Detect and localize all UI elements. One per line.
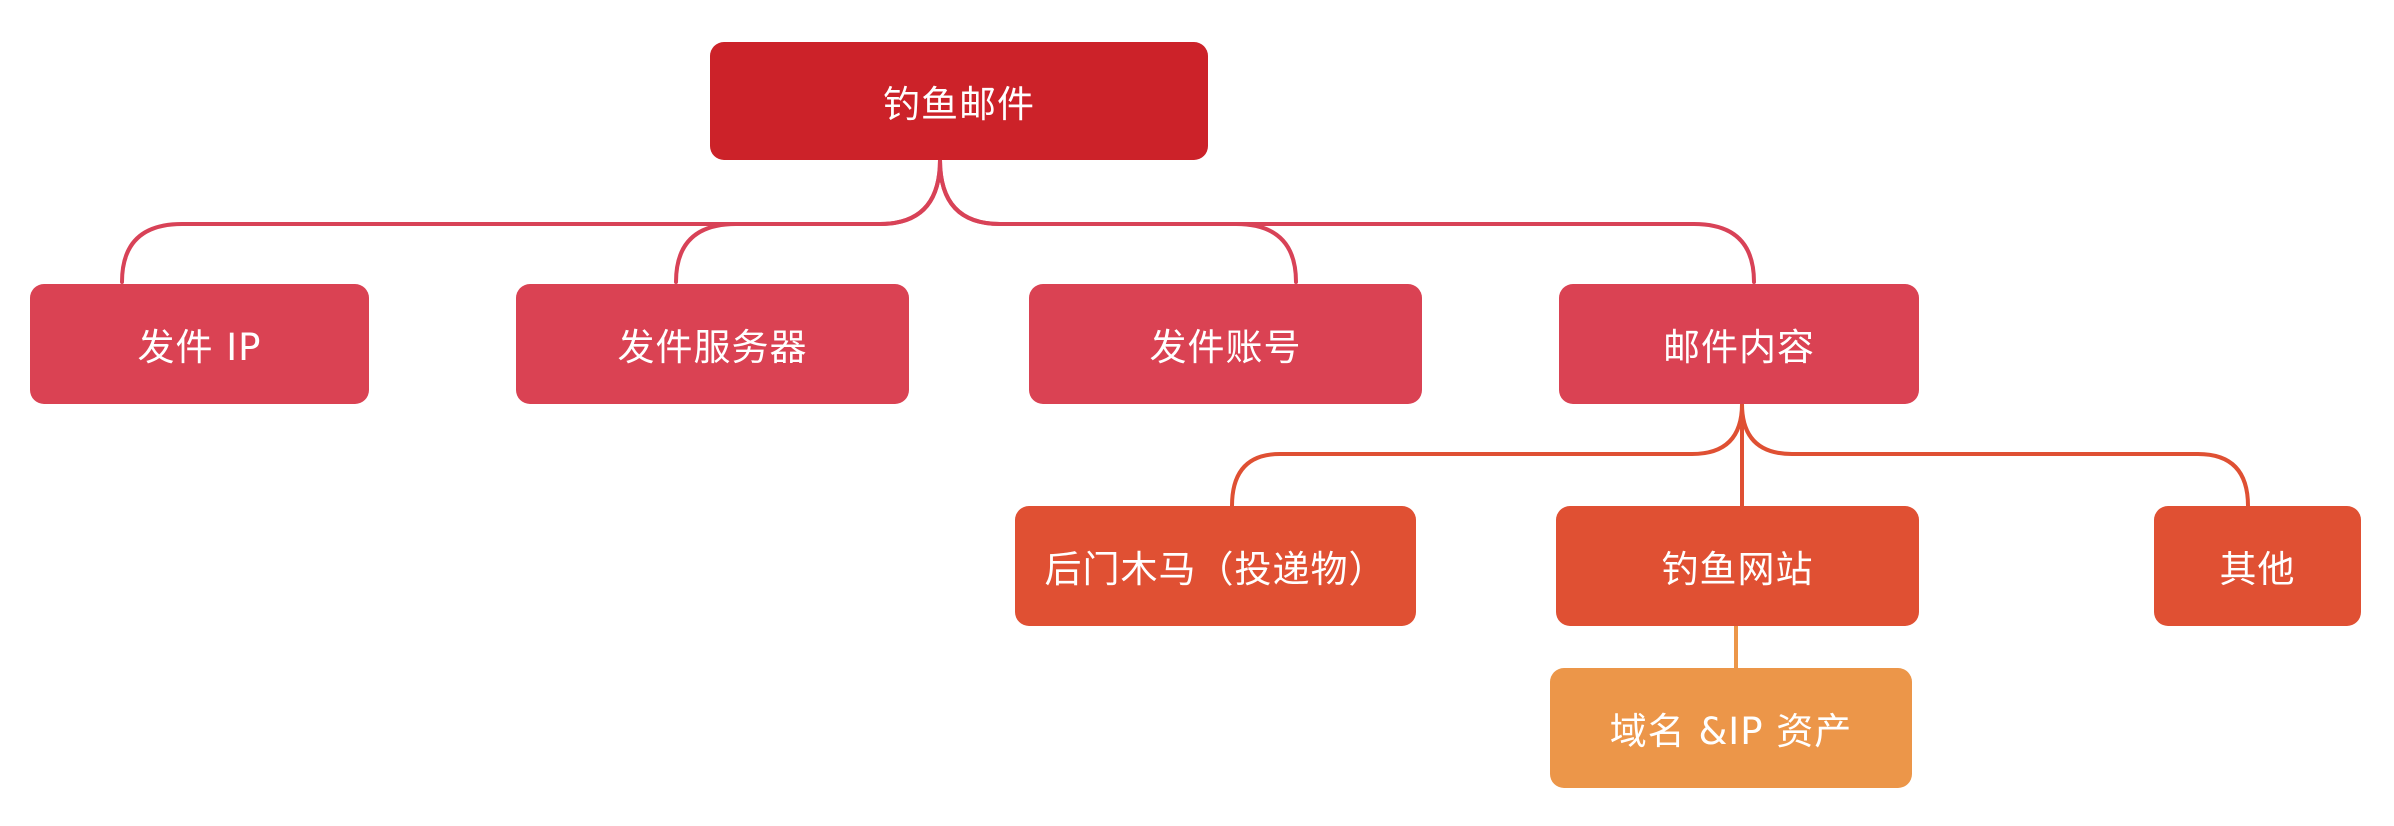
connector-root-to-sender-server [674,158,942,284]
node-backdoor-trojan[interactable]: 后门木马（投递物） [1015,506,1416,626]
node-sender-account[interactable]: 发件账号 [1029,284,1422,404]
node-phishing-site[interactable]: 钓鱼网站 [1556,506,1919,626]
node-other[interactable]: 其他 [2154,506,2361,626]
connector-content-to-other [1740,402,2250,508]
node-domain-ip-assets[interactable]: 域名 &IP 资产 [1550,668,1912,788]
node-sender-server[interactable]: 发件服务器 [516,284,909,404]
connector-root-to-mail-content [938,158,1756,284]
connector-content-to-trojan [1230,402,1744,508]
root-node-phishing-email[interactable]: 钓鱼邮件 [710,42,1208,160]
node-mail-content[interactable]: 邮件内容 [1559,284,1919,404]
node-sender-ip[interactable]: 发件 IP [30,284,369,404]
connector-root-to-sender-ip [120,158,942,284]
connector-root-to-sender-account [938,158,1298,284]
